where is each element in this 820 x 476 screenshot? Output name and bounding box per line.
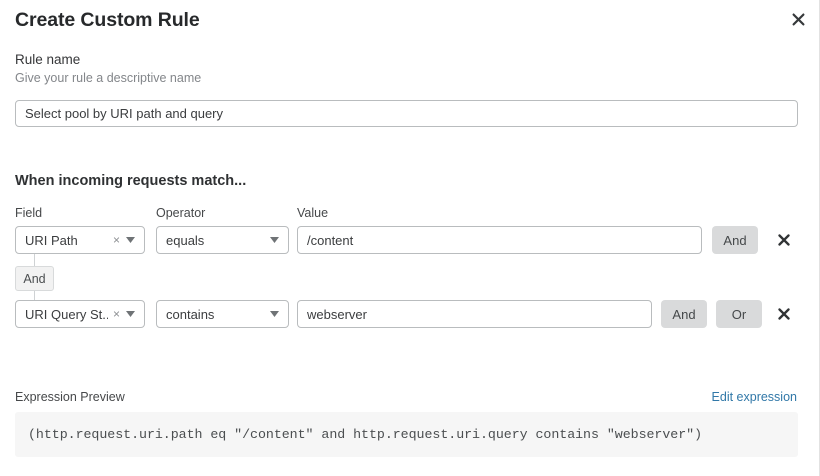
clear-icon[interactable]: × <box>112 307 120 321</box>
field-select-1[interactable]: URI Path × <box>15 226 145 254</box>
rule-name-input[interactable] <box>15 100 798 127</box>
rule-name-label: Rule name <box>15 52 81 67</box>
group-logic-and-badge[interactable]: And <box>15 266 54 291</box>
row-2-or-button[interactable]: Or <box>716 300 762 328</box>
chevron-down-icon <box>126 310 135 319</box>
expression-preview-box: (http.request.uri.path eq "/content" and… <box>15 412 798 457</box>
operator-select-1[interactable]: equals <box>156 226 289 254</box>
dialog-title: Create Custom Rule <box>15 9 200 31</box>
value-input-2[interactable] <box>297 300 652 328</box>
row-1-and-button[interactable]: And <box>712 226 758 254</box>
close-icon[interactable] <box>785 6 811 32</box>
edit-expression-link[interactable]: Edit expression <box>711 390 797 404</box>
chevron-down-icon <box>270 310 279 319</box>
chevron-down-icon <box>126 236 135 245</box>
conditions-area: URI Path × equals And <box>0 226 819 342</box>
match-section-heading: When incoming requests match... <box>15 173 247 189</box>
operator-select-1-value: equals <box>166 232 205 248</box>
rule-name-section: Rule name Give your rule a descriptive n… <box>15 51 201 87</box>
column-header-operator: Operator <box>156 206 206 220</box>
chevron-down-icon <box>270 236 279 245</box>
condition-row: URI Path × equals And <box>0 226 819 254</box>
field-select-2-value: URI Query St... <box>25 306 108 322</box>
column-header-value: Value <box>297 206 329 220</box>
delete-row-1-icon[interactable] <box>774 226 794 254</box>
expression-preview-label: Expression Preview <box>15 390 125 404</box>
row-connector-line <box>34 254 35 328</box>
condition-row: URI Query St... × contains And Or <box>0 300 819 328</box>
expression-preview-text: (http.request.uri.path eq "/content" and… <box>28 427 703 442</box>
rule-name-help: Give your rule a descriptive name <box>15 71 202 85</box>
dialog-header: Create Custom Rule <box>0 0 819 44</box>
value-input-1[interactable] <box>297 226 702 254</box>
clear-icon[interactable]: × <box>112 233 120 247</box>
operator-select-2-value: contains <box>166 306 215 322</box>
delete-row-2-icon[interactable] <box>774 300 794 328</box>
field-select-2[interactable]: URI Query St... × <box>15 300 145 328</box>
column-header-field: Field <box>15 206 43 220</box>
row-2-and-button[interactable]: And <box>661 300 707 328</box>
field-select-1-value: URI Path <box>25 232 78 248</box>
operator-select-2[interactable]: contains <box>156 300 289 328</box>
